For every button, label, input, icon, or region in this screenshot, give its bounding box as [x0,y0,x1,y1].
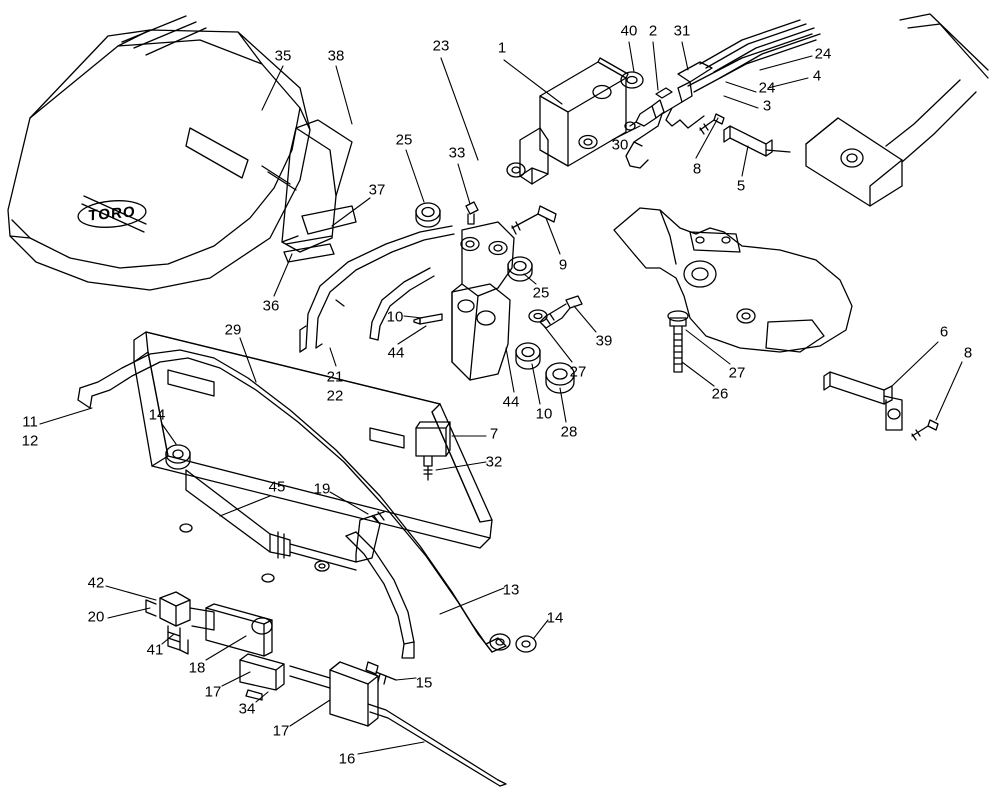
callout-13: 13 [502,581,520,599]
bumper-7-32 [415,421,451,481]
bolt-8-upper [699,113,725,135]
callout-24-upper: 24 [814,45,832,63]
callout-25-lower: 25 [532,284,550,302]
bolt-15 [365,661,397,685]
callout-24-lower: 24 [758,79,776,97]
leader-lines [39,41,963,755]
hood-assembly [7,15,311,291]
callout-17-upper: 17 [204,683,222,701]
pin-5 [723,125,791,157]
callout-6: 6 [939,323,949,341]
callout-9: 9 [558,256,568,274]
callout-23: 23 [432,37,450,55]
callout-44-left: 44 [387,344,405,362]
callout-26: 26 [711,385,729,403]
hardware-stack-right [515,295,583,394]
callout-8-upper: 8 [692,160,702,178]
callout-37: 37 [368,181,386,199]
pin-6 [823,371,903,431]
right-arm-assembly [613,13,989,353]
callout-15: 15 [415,674,433,692]
callout-2: 2 [648,22,658,40]
callout-31: 31 [673,22,691,40]
loop-bar-11-13 [77,349,511,659]
hose-fittings [620,61,713,169]
callout-38: 38 [327,47,345,65]
callout-18: 18 [188,659,206,677]
callout-45: 45 [268,478,286,496]
callout-14-right: 14 [546,609,564,627]
callout-27-right: 27 [728,364,746,382]
callout-14-left: 14 [148,406,166,424]
callout-17-lower: 17 [272,722,290,740]
callout-44-right: 44 [502,393,520,411]
callout-3: 3 [762,97,772,115]
callout-12: 12 [21,432,39,450]
callout-20: 20 [87,608,105,626]
callout-7: 7 [489,425,499,443]
callout-40: 40 [620,22,638,40]
callout-36: 36 [262,297,280,315]
callout-11: 11 [22,413,38,431]
callout-29: 29 [224,321,242,339]
callout-5: 5 [736,177,746,195]
callout-33: 33 [448,144,466,162]
cross-member-18 [205,603,507,787]
callout-10-left: 10 [386,308,404,326]
main-frame [133,331,493,583]
fitting-42-20-41 [145,591,215,655]
callout-8-lower: 8 [963,344,973,362]
callout-10-right: 10 [535,405,553,423]
callout-21: 21 [326,368,344,386]
hydraulic-hoses [687,19,821,93]
callout-25-upper: 25 [395,131,413,149]
callout-1: 1 [497,39,507,57]
callout-28: 28 [560,423,578,441]
callout-19: 19 [313,480,331,498]
hardware-stack-center [413,201,557,325]
bolt-8-lower [911,419,939,441]
callout-41: 41 [146,641,164,659]
callout-27-center: 27 [569,363,587,381]
callout-4: 4 [812,67,822,85]
hood-bracket [281,119,357,263]
washer-14-left [165,444,191,470]
callout-42: 42 [87,574,105,592]
callout-34: 34 [238,700,256,718]
callout-30: 30 [611,136,629,154]
callout-32: 32 [485,453,503,471]
loop-handle-21-22 [299,225,455,353]
callout-35: 35 [274,47,292,65]
callout-39: 39 [595,332,613,350]
bolt-26-27 [667,310,689,373]
callout-22: 22 [326,387,344,405]
callout-16: 16 [338,750,356,768]
washer-14-right [515,635,537,653]
hydraulic-cylinder-1 [506,57,629,185]
center-bracket-plate [451,221,515,381]
bracket-45-19 [185,469,385,571]
